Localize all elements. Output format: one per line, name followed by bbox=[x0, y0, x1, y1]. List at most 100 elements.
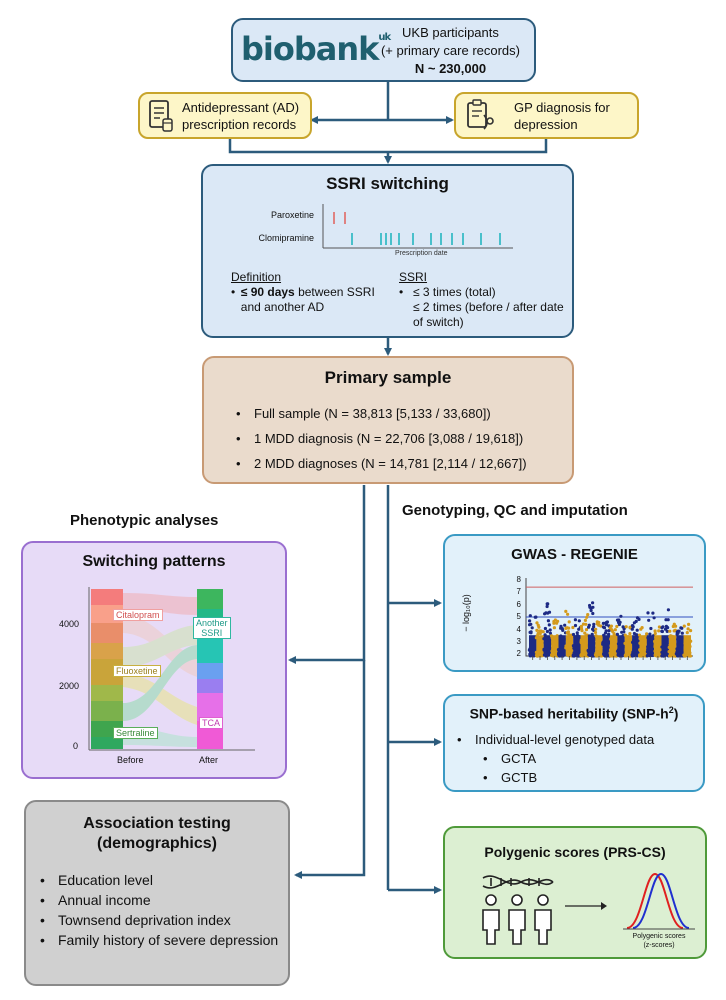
ssri-criteria-block: SSRI • ≤ 3 times (total) ≤ 2 times (befo… bbox=[399, 270, 564, 329]
association-title-2: (demographics) bbox=[96, 835, 217, 852]
manhattan-point bbox=[583, 631, 587, 635]
manhattan-point bbox=[552, 626, 556, 630]
manhattan-point bbox=[661, 625, 665, 629]
ssri-switching-box: SSRI switching Paroxetine Clomipramine P… bbox=[201, 164, 574, 338]
switching-title: Switching patterns bbox=[82, 553, 226, 570]
ssri-criterion-2: ≤ 2 times (before / after date of switch… bbox=[413, 300, 564, 329]
manhattan-point bbox=[671, 624, 675, 629]
manhattan-dense-band bbox=[573, 635, 581, 656]
y-tick-4000: 4000 bbox=[59, 619, 80, 629]
manhattan-point bbox=[607, 629, 611, 633]
manhattan-point bbox=[666, 608, 670, 612]
manhattan-dense-band bbox=[617, 635, 625, 656]
ukb-text: UKB participants (+ primary care records… bbox=[381, 24, 520, 78]
manhattan-point bbox=[547, 610, 552, 614]
manhattan-point bbox=[657, 625, 661, 629]
manhattan-dense-band bbox=[565, 635, 574, 656]
manhattan-point bbox=[653, 631, 657, 636]
manhattan-point bbox=[537, 625, 541, 629]
assoc-item-income: •Annual income bbox=[40, 892, 151, 908]
manhattan-point bbox=[546, 619, 550, 623]
manhattan-point bbox=[647, 618, 651, 622]
manhattan-dense-band bbox=[683, 635, 691, 656]
arrow-right-icon bbox=[565, 902, 607, 910]
manhattan-point bbox=[640, 626, 644, 630]
primary-item-2mdd: •2 MDD diagnoses (N = 14,781 [2,114 / 12… bbox=[236, 456, 527, 471]
ukb-line1: UKB participants bbox=[402, 25, 499, 40]
snp-heritability-box: SNP-based heritability (SNP-h2) •Individ… bbox=[443, 694, 705, 792]
manhattan-point bbox=[664, 618, 668, 622]
people-icon bbox=[482, 894, 552, 945]
prescription-icon bbox=[149, 100, 173, 132]
y-tick-2000: 2000 bbox=[59, 681, 80, 691]
manhattan-point bbox=[547, 623, 551, 627]
manhattan-dense-band bbox=[661, 635, 669, 656]
manhattan-point bbox=[584, 622, 588, 626]
manhattan-point bbox=[530, 626, 534, 630]
manhattan-dense-band bbox=[558, 635, 566, 656]
manhattan-point bbox=[592, 622, 596, 626]
definition-block: Definition • ≤ 90 days between SSRI and … bbox=[231, 270, 395, 315]
timeline-axis-label: Prescription date bbox=[395, 250, 448, 257]
manhattan-point bbox=[545, 629, 549, 634]
prs-caption-1: Polygenic scores bbox=[632, 933, 686, 940]
manhattan-dense-band bbox=[668, 635, 677, 656]
manhattan-point bbox=[581, 622, 586, 626]
manhattan-point bbox=[617, 618, 621, 622]
manhattan-point bbox=[575, 631, 579, 635]
manhattan-point bbox=[587, 623, 591, 627]
manhattan-chromosome bbox=[608, 624, 619, 658]
manhattan-point bbox=[604, 629, 608, 633]
ssri-criterion-1: ≤ 3 times (total) bbox=[413, 285, 496, 299]
manhattan-plot bbox=[525, 578, 693, 660]
manhattan-chromosome bbox=[653, 625, 664, 658]
manhattan-point bbox=[535, 628, 539, 632]
manhattan-point bbox=[679, 626, 683, 630]
snp-sub-gcta: •GCTA bbox=[483, 751, 537, 766]
manhattan-point bbox=[615, 624, 619, 629]
paroxetine-label: Paroxetine bbox=[270, 210, 314, 220]
manhattan-point bbox=[637, 617, 641, 621]
ssri-criteria-heading: SSRI bbox=[399, 270, 428, 284]
manhattan-point bbox=[619, 614, 623, 618]
manhattan-dense-band bbox=[610, 635, 618, 656]
manhattan-point bbox=[653, 629, 657, 633]
definition-heading: Definition bbox=[231, 270, 282, 284]
manhattan-chromosome bbox=[645, 611, 656, 658]
manhattan-point bbox=[545, 602, 549, 606]
manhattan-point bbox=[617, 620, 621, 625]
ukb-participants-box: biobankuk UKB participants (+ primary ca… bbox=[231, 18, 536, 82]
polygenic-scores-box: Polygenic scores (PRS-CS) Polygenic bbox=[443, 826, 707, 959]
ukb-sample-size: N ~ 230,000 bbox=[414, 61, 487, 76]
manhattan-point bbox=[665, 629, 669, 633]
manhattan-point bbox=[565, 626, 569, 630]
biobank-logo: biobankuk bbox=[241, 30, 391, 68]
gp-line1: GP diagnosis for bbox=[514, 100, 610, 115]
assoc-item-townsend: •Townsend deprivation index bbox=[40, 912, 231, 928]
manhattan-point bbox=[538, 631, 542, 636]
manhattan-point bbox=[548, 628, 552, 632]
manhattan-chromosome bbox=[601, 620, 612, 658]
manhattan-point bbox=[624, 625, 628, 629]
manhattan-point bbox=[573, 623, 578, 628]
primary-item-1mdd: •1 MDD diagnosis (N = 22,706 [3,088 / 19… bbox=[236, 431, 524, 446]
manhattan-point bbox=[544, 611, 548, 615]
manhattan-chromosome bbox=[674, 626, 685, 658]
prs-caption-2: (z-scores) bbox=[643, 942, 675, 949]
manhattan-chromosome bbox=[542, 602, 553, 658]
prs-title: Polygenic scores (PRS-CS) bbox=[484, 844, 666, 860]
manhattan-dense-band bbox=[529, 635, 537, 656]
manhattan-point bbox=[588, 605, 592, 609]
dna-helix-icon bbox=[482, 875, 554, 889]
manhattan-point bbox=[608, 626, 612, 630]
manhattan-point bbox=[668, 629, 672, 633]
y-tick-0: 0 bbox=[73, 741, 79, 751]
paroxetine-ticks bbox=[333, 212, 346, 224]
manhattan-point bbox=[591, 605, 595, 609]
manhattan-chromosome bbox=[549, 618, 560, 658]
manhattan-point bbox=[567, 620, 571, 624]
gp-line2: depression bbox=[514, 117, 578, 132]
manhattan-point bbox=[591, 601, 595, 605]
manhattan-point bbox=[591, 611, 595, 616]
